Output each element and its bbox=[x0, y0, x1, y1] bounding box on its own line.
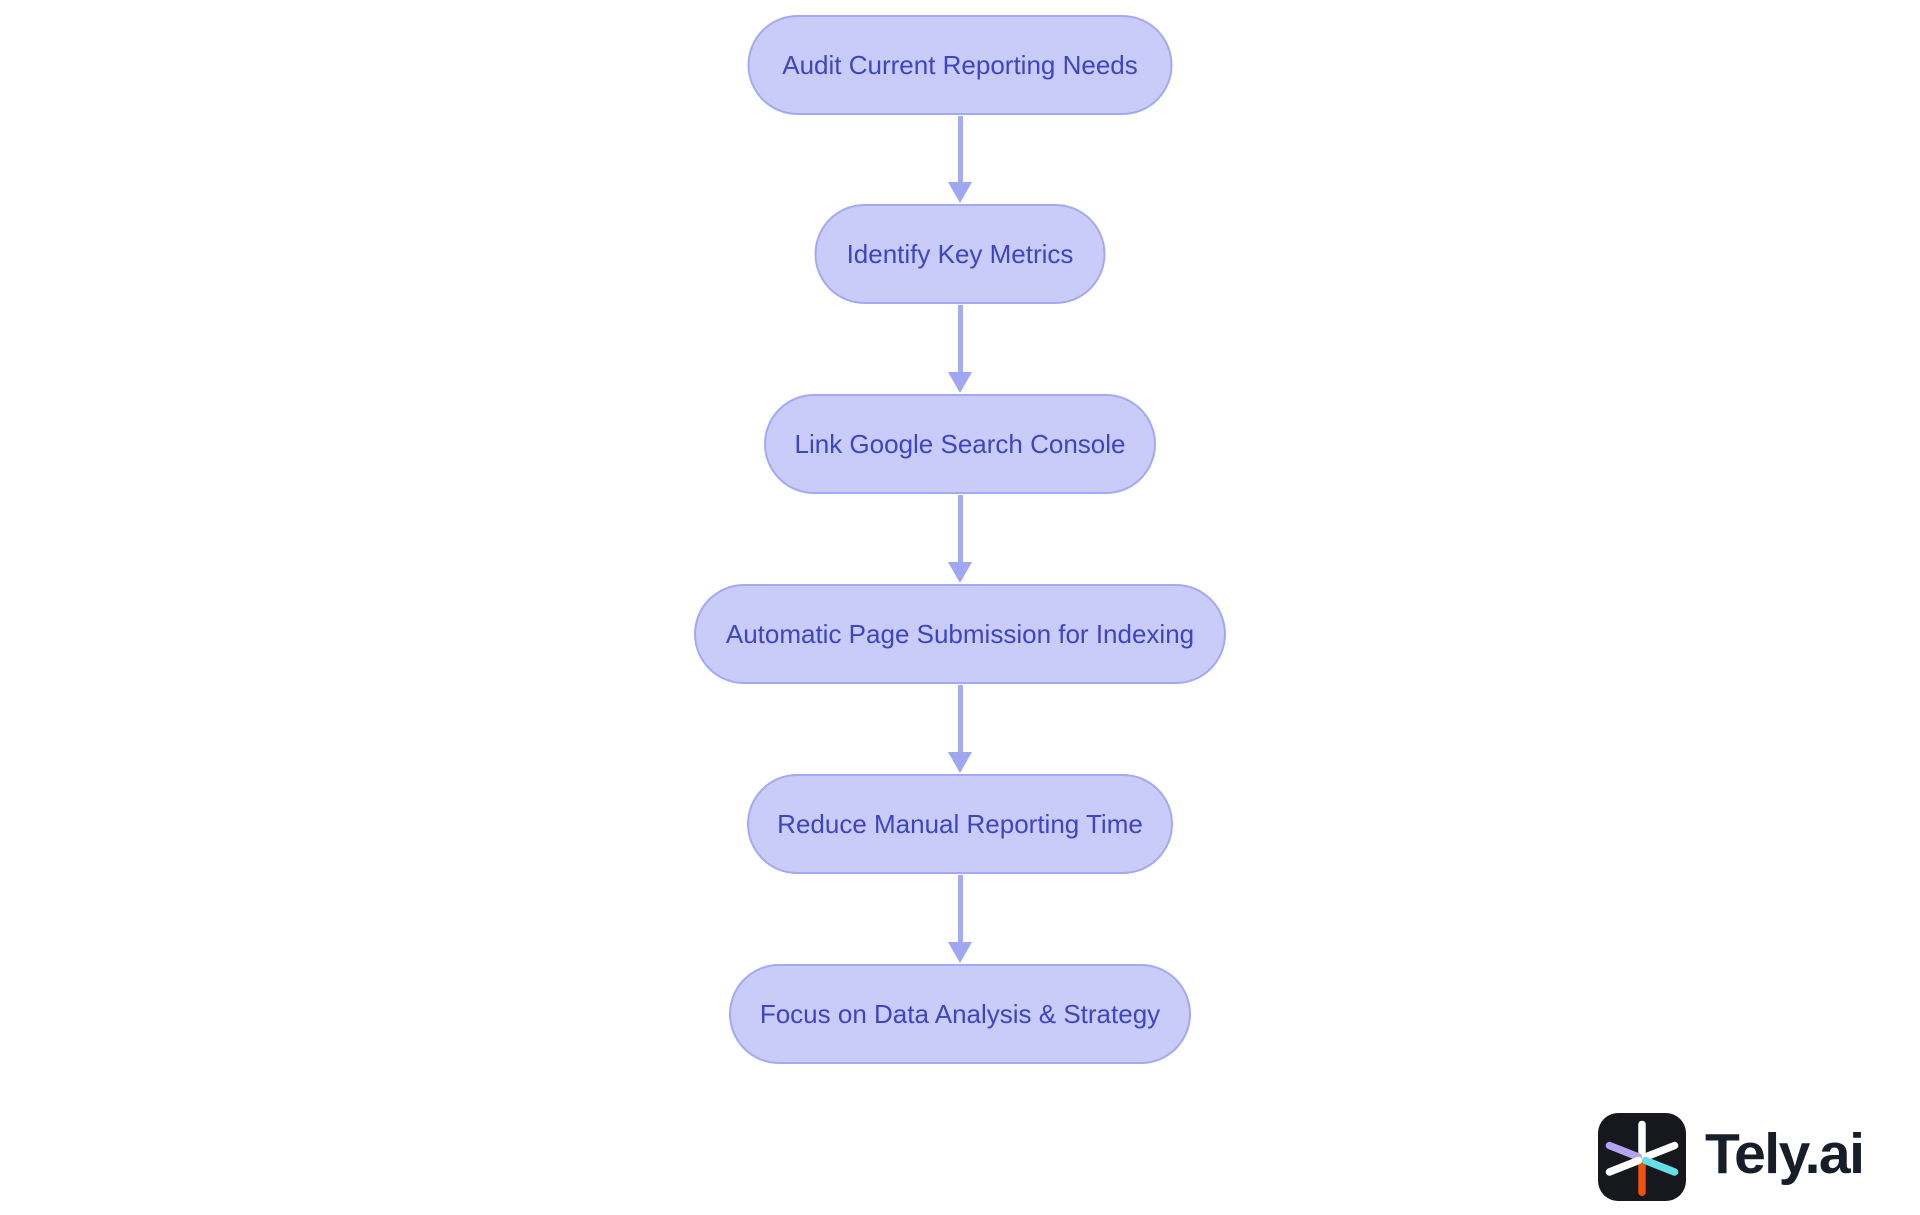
tely-asterisk-icon bbox=[1598, 1113, 1686, 1201]
node-label: Audit Current Reporting Needs bbox=[782, 49, 1138, 80]
flowchart-node-focus-on-data-analysis-strategy: Focus on Data Analysis & Strategy bbox=[729, 964, 1191, 1064]
node-label: Automatic Page Submission for Indexing bbox=[725, 618, 1195, 649]
node-label: Link Google Search Console bbox=[794, 428, 1126, 459]
arrow-head-icon bbox=[948, 562, 972, 583]
arrow-stem bbox=[957, 875, 963, 942]
tely-logo-text: Tely.ai bbox=[1705, 1121, 1865, 1186]
flow-arrow-4 bbox=[948, 685, 972, 773]
arrow-stem bbox=[957, 495, 963, 562]
tely-ai-logo: Tely.ai bbox=[1598, 1112, 1865, 1202]
flow-arrow-3 bbox=[948, 495, 972, 583]
arrow-stem bbox=[957, 305, 963, 372]
arrow-head-icon bbox=[948, 182, 972, 203]
flow-arrow-2 bbox=[948, 305, 972, 393]
arrow-head-icon bbox=[948, 372, 972, 393]
arrow-head-icon bbox=[948, 942, 972, 963]
arrow-stem bbox=[957, 116, 963, 182]
flowchart-node-automatic-page-submission: Automatic Page Submission for Indexing bbox=[694, 584, 1226, 684]
node-label: Reduce Manual Reporting Time bbox=[777, 808, 1143, 839]
arrow-head-icon bbox=[948, 752, 972, 773]
flowchart-node-link-google-search-console: Link Google Search Console bbox=[764, 394, 1156, 494]
node-label: Identify Key Metrics bbox=[846, 238, 1074, 269]
flowchart-node-audit-current-reporting-needs: Audit Current Reporting Needs bbox=[747, 15, 1173, 115]
flow-arrow-1 bbox=[948, 116, 972, 203]
flow-arrow-5 bbox=[948, 875, 972, 963]
flowchart-node-reduce-manual-reporting-time: Reduce Manual Reporting Time bbox=[747, 774, 1173, 874]
arrow-stem bbox=[957, 685, 963, 752]
node-label: Focus on Data Analysis & Strategy bbox=[759, 998, 1161, 1029]
flowchart-node-identify-key-metrics: Identify Key Metrics bbox=[814, 204, 1106, 304]
